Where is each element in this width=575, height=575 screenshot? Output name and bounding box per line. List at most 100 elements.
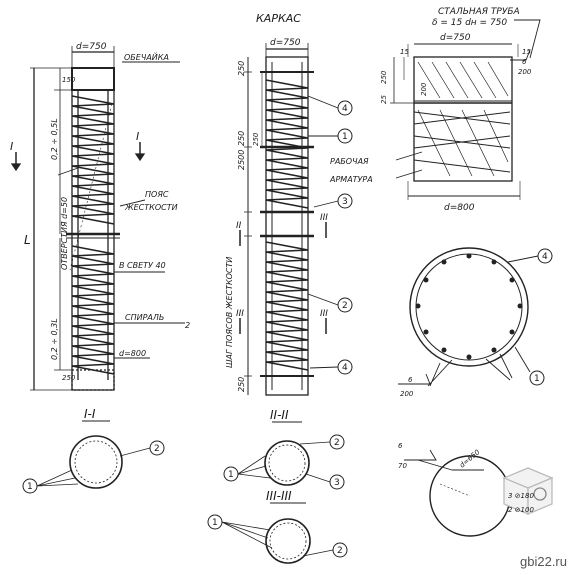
callout-1-section-1: 1	[22, 478, 38, 494]
pipe-title: СТАЛЬНАЯ ТРУБА	[438, 7, 520, 17]
svg-text:4: 4	[342, 104, 348, 114]
detail-dim-15-left: 15	[400, 48, 409, 56]
callout-1-cross: 1	[529, 370, 545, 386]
callout-2-section-1: 2	[149, 440, 165, 456]
cross-section-inner	[415, 253, 523, 361]
callout-4-cross: 4	[537, 248, 553, 264]
small-diameter: d=650	[458, 448, 482, 470]
small-weld-len: 70	[398, 462, 407, 470]
cut-mark-left: I	[10, 140, 13, 153]
small-section	[404, 449, 511, 537]
frame-spiral	[265, 79, 309, 371]
pile-spiral-label: СПИРАЛЬ	[125, 313, 164, 322]
svg-text:1: 1	[534, 374, 540, 384]
callouts: 4 1 3 2 4 4 1 1 2 1 2 3 1 2	[22, 100, 553, 558]
callout-3-section-2: 3	[329, 474, 345, 490]
pile-spiral-num: 2	[185, 321, 190, 330]
svg-text:2: 2	[154, 444, 160, 454]
detail-dim-15-right: 15	[522, 48, 531, 56]
callout-1-frame: 1	[337, 128, 353, 144]
frame-dim-2: 250	[237, 131, 246, 146]
svg-text:1: 1	[212, 518, 218, 528]
section-1	[36, 420, 151, 489]
pile-shell	[71, 67, 115, 91]
svg-text:4: 4	[542, 252, 548, 262]
frame-cut-2-right: III	[320, 213, 328, 223]
cross-weld: 6	[408, 376, 413, 384]
pipe-params: δ = 15 dн = 750	[432, 18, 507, 28]
cross-section-bars	[415, 253, 523, 360]
detail-working-bar-2: АРМАТУРА	[329, 175, 373, 184]
cut-mark-right: I	[136, 130, 139, 143]
detail-diameter-bottom: d=800	[444, 203, 475, 213]
watermark-logo	[502, 467, 554, 515]
callout-1-section-2: 1	[223, 466, 239, 482]
callout-1-section-3: 1	[207, 514, 223, 530]
svg-text:3: 3	[342, 197, 348, 207]
pile-diameter: d=750	[76, 42, 107, 52]
frame-dim-3: 250	[252, 132, 260, 146]
pipe-detail	[390, 19, 541, 200]
svg-text:1: 1	[27, 482, 33, 492]
section-1-title: I-I	[84, 407, 96, 421]
frame-cut-3-left: III	[236, 309, 244, 319]
detail-diameter-top: d=750	[440, 33, 471, 43]
svg-text:2: 2	[342, 301, 348, 311]
title-frame: КАРКАС	[256, 12, 301, 25]
detail-dim-250: 250	[380, 70, 388, 84]
pile-dim-top: 0,2 ÷ 0,5L	[50, 118, 59, 160]
frame-dim-4: 2500	[237, 150, 246, 170]
section-3	[221, 502, 334, 564]
pile-base-diameter: d=800	[119, 349, 146, 358]
callout-4-frame-bottom: 4	[337, 359, 353, 375]
pile-holes-label: ОТВЕРСТИЯ d=50	[60, 197, 69, 270]
pile-length: L	[24, 233, 31, 247]
pile-ring-label: ПОЯС	[145, 190, 169, 199]
pile-shell-label: ОБЕЧАЙКА	[124, 51, 169, 62]
pile-base	[71, 369, 115, 391]
detail-dim-200: 200	[420, 82, 428, 96]
cross-section-outer	[409, 247, 529, 367]
small-note-2: 2 ⊘100	[508, 506, 534, 514]
svg-text:2: 2	[334, 438, 340, 448]
callout-3-frame: 3	[337, 193, 353, 209]
detail-weld: 6	[522, 58, 527, 66]
section-2-title: II-II	[270, 408, 289, 422]
section-3-title: III-III	[266, 489, 292, 503]
cross-weld-len: 200	[400, 390, 414, 398]
frame-body	[265, 56, 309, 396]
svg-text:4: 4	[342, 363, 348, 373]
pile-view	[10, 46, 185, 391]
frame-dim-5: 250	[237, 377, 246, 392]
svg-text:1: 1	[342, 132, 348, 142]
pile-dim-250: 250	[62, 374, 76, 382]
svg-text:3: 3	[334, 478, 340, 488]
frame-diameter: d=750	[270, 38, 301, 48]
watermark-text: gbi22.ru	[520, 554, 567, 569]
section-2	[237, 421, 331, 486]
pile-dim-bottom: 0,2 ÷ 0,3L	[50, 318, 59, 360]
frame-view	[239, 43, 339, 396]
callout-2-frame: 2	[337, 297, 353, 313]
frame-dim-1: 250	[237, 61, 246, 76]
pile-clear-label: В СВЕТУ 40	[119, 261, 166, 270]
pile-dim-150: 150	[62, 76, 76, 84]
detail-working-bar: РАБОЧАЯ	[330, 157, 369, 166]
frame-cross-section	[398, 247, 539, 387]
frame-ring-step: ШАГ ПОЯСОВ ЖЕСТКОСТИ	[225, 257, 234, 368]
callout-4-frame-top: 4	[337, 100, 353, 116]
small-note-1: 3 ⊘180	[508, 492, 534, 500]
pile-ring-label-2: ЖЕСТКОСТИ	[124, 203, 178, 212]
detail-dim-25: 25	[380, 95, 388, 104]
detail-weld-len: 200	[518, 68, 532, 76]
svg-text:1: 1	[228, 470, 234, 480]
small-weld: 6	[398, 442, 403, 450]
pile-spiral	[71, 95, 115, 375]
callout-2-section-2: 2	[329, 434, 345, 450]
steel-pipe	[413, 56, 513, 102]
callout-2-section-3: 2	[332, 542, 348, 558]
svg-text:2: 2	[337, 546, 343, 556]
frame-cut-3-right: III	[320, 309, 328, 319]
